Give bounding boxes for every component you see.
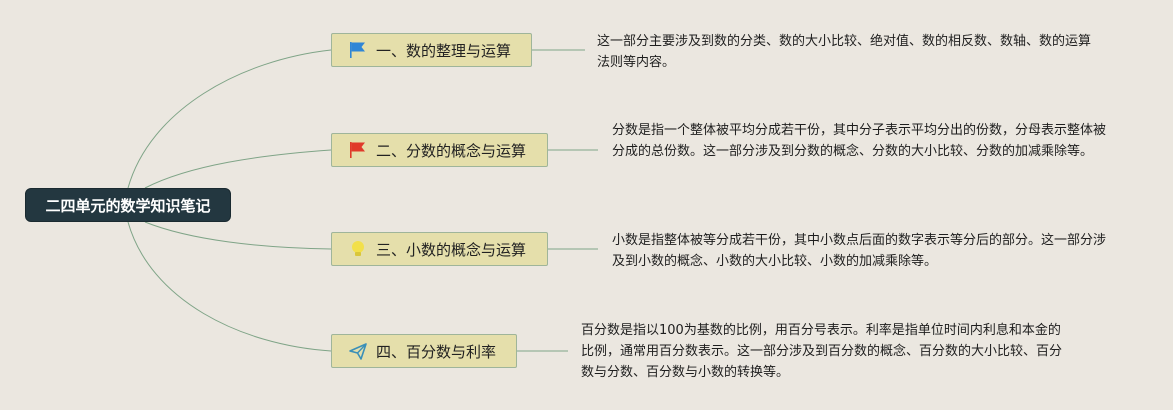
topic-note: 分数是指一个整体被平均分成若干份，其中分子表示平均分出的份数，分母表示整体被分成… [612,123,1107,159]
connector-root-topic-2 [144,149,332,189]
topic-label: 二、分数的概念与运算 [376,141,527,160]
root-topic[interactable]: 二四单元的数学知识笔记 [25,188,231,222]
topic-number-organization[interactable]: 一、数的整理与运算 [331,33,532,67]
topic-percentage-interest[interactable]: 四、百分数与利率 [331,334,517,368]
topic-note: 小数是指整体被等分成若干份，其中小数点后面的数字表示等分后的部分。这一部分涉及到… [612,233,1107,269]
red-flag-icon [348,140,368,160]
connector-root-topic-4 [127,221,332,352]
topic-label: 三、小数的概念与运算 [376,240,527,259]
root-topic-label: 二四单元的数学知识笔记 [45,196,211,215]
connector-root-topic-3 [144,221,332,250]
topic-decimal[interactable]: 三、小数的概念与运算 [331,232,548,266]
topic-note: 这一部分主要涉及到数的分类、数的大小比较、绝对值、数的相反数、数轴、数的运算法则… [597,34,1092,70]
paper-plane-icon [348,341,368,361]
blue-flag-icon [348,40,368,60]
topic-label: 四、百分数与利率 [376,342,497,361]
lightbulb-icon [348,239,368,259]
topic-note: 百分数是指以100为基数的比例，用百分号表示。利率是指单位时间内利息和本金的比例… [581,323,1063,380]
topic-fraction[interactable]: 二、分数的概念与运算 [331,133,548,167]
connector-root-topic-1 [127,49,332,189]
topic-label: 一、数的整理与运算 [376,41,512,60]
